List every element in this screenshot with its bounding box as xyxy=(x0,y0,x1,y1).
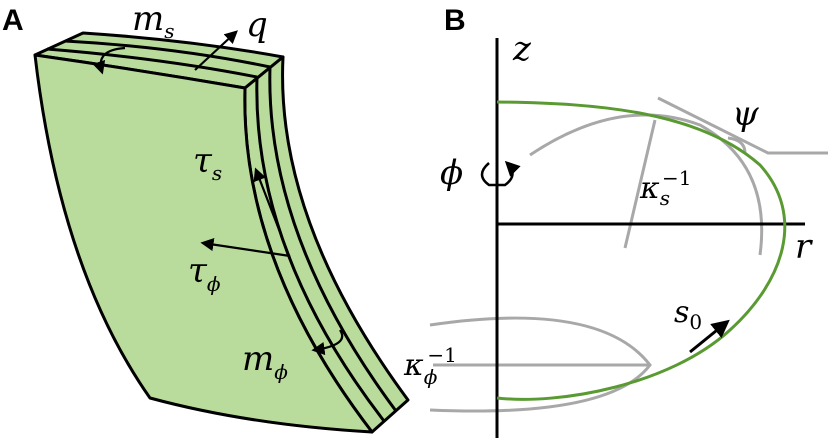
q-label: q xyxy=(246,5,268,45)
shell-top-layer-line xyxy=(46,47,258,79)
shell-profile-curve xyxy=(496,100,787,401)
psi-angle-arc xyxy=(727,136,747,154)
z-axis-label: z xyxy=(512,29,532,69)
panel-a-label: A xyxy=(2,4,24,37)
panel-a: A ms q τs τϕ mϕ xyxy=(2,0,410,434)
tangent-line xyxy=(657,96,828,155)
m-s-label: ms xyxy=(132,0,175,43)
kappa-phi-inverse-label: κϕ−1 xyxy=(403,343,457,389)
tau-phi-label: τϕ xyxy=(188,251,221,296)
phi-rotation-arrow xyxy=(480,160,521,187)
psi-label: ψ xyxy=(732,94,759,134)
moment-s-arrow xyxy=(92,46,126,75)
shell-top-layer-line xyxy=(64,39,271,69)
meridian-radius-line xyxy=(623,119,657,249)
panel-b-label: B xyxy=(444,4,466,37)
tau-s-arrow xyxy=(253,167,292,259)
s0-label: s0 xyxy=(674,295,702,334)
kappa-s-inverse-label: κs−1 xyxy=(639,166,691,210)
m-phi-label: mϕ xyxy=(242,339,288,384)
shell-element xyxy=(33,31,410,434)
moment-phi-arrow xyxy=(311,329,344,356)
shell-side-layer-line xyxy=(268,66,398,412)
r-axis-label: r xyxy=(795,227,813,267)
s0-arrow xyxy=(689,319,730,354)
panel-b: B z r s0 ϕ ψ κs−1 κϕ−1 xyxy=(403,4,828,438)
tau-phi-arrow xyxy=(200,238,291,258)
tau-s-label: τs xyxy=(193,141,222,185)
meridian-curvature-circle xyxy=(529,113,764,256)
q-arrow xyxy=(194,30,238,71)
phi-label: ϕ xyxy=(440,153,463,193)
